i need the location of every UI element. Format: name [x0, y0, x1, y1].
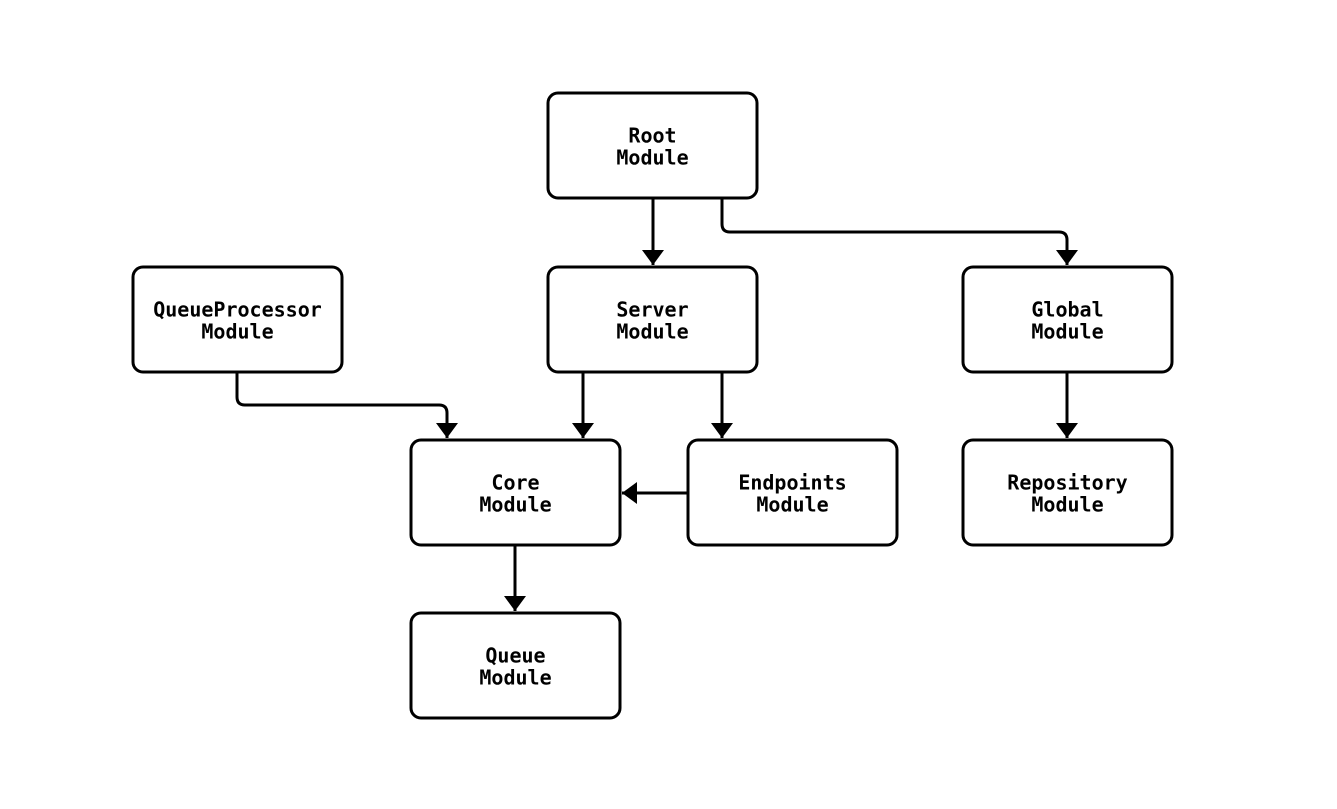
- edge-root-to-global: [720, 198, 1078, 265]
- node-box-endpoints: [686, 438, 899, 547]
- edge-arrowhead-server-to-core: [572, 423, 594, 438]
- node-box-core: [409, 438, 622, 547]
- edge-server-to-core: [572, 372, 594, 438]
- node-box-queueprocessor: [131, 265, 344, 374]
- edge-root-to-server: [642, 198, 664, 265]
- edge-core-to-queue: [504, 545, 526, 611]
- edge-arrowhead-global-to-repository: [1056, 423, 1078, 438]
- edge-arrowhead-root-to-server: [642, 250, 664, 265]
- node-box-global: [961, 265, 1174, 374]
- edge-arrowhead-endpoints-to-core: [622, 482, 637, 504]
- edge-queueprocessor-to-core: [235, 372, 458, 438]
- edge-arrowhead-queueprocessor-to-core: [436, 423, 458, 438]
- edge-arrowhead-server-to-endpoints: [711, 423, 733, 438]
- edge-line-root-to-global: [720, 198, 1069, 265]
- edge-arrowhead-root-to-global: [1056, 250, 1078, 265]
- edge-line-queueprocessor-to-core: [235, 372, 449, 438]
- edges-layer: [235, 198, 1078, 611]
- node-box-root: [546, 91, 759, 200]
- node-box-repository: [961, 438, 1174, 547]
- edge-arrowhead-core-to-queue: [504, 596, 526, 611]
- node-box-queue: [409, 611, 622, 720]
- edge-server-to-endpoints: [711, 372, 733, 438]
- edge-endpoints-to-core: [622, 482, 688, 504]
- edge-global-to-repository: [1056, 372, 1078, 438]
- node-box-server: [546, 265, 759, 374]
